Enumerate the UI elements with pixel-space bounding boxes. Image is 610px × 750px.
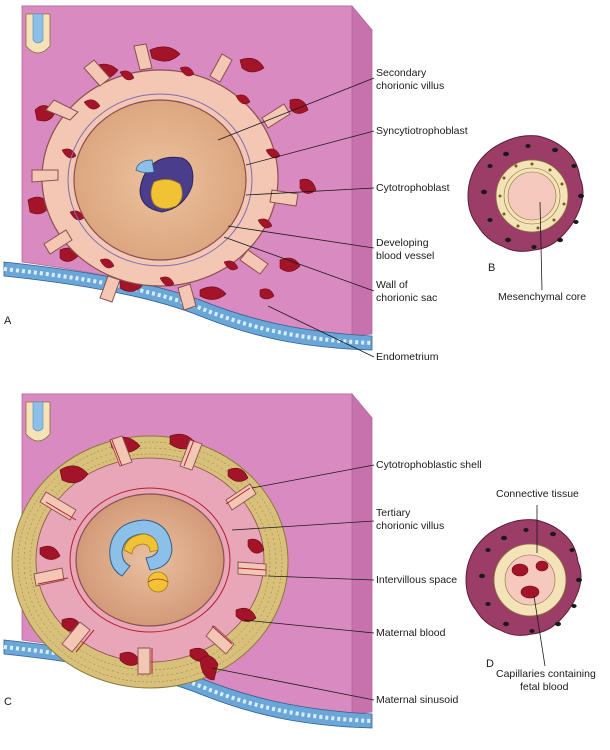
- label-mesenchymal-core: Mesenchymal core: [498, 291, 586, 303]
- villus-capillaries: [37, 439, 267, 674]
- embryo-a: [135, 156, 194, 213]
- leaders-c: [211, 464, 375, 701]
- label-cytotrophoblastic-shell: Cytotrophoblastic shell: [376, 459, 482, 471]
- cytotrophoblast-cells-b: [503, 167, 561, 225]
- label-developing-vessel-2: blood vessel: [376, 250, 434, 262]
- panel-letter-d: D: [486, 658, 494, 670]
- fetal-capillaries-d: [511, 560, 549, 599]
- panel-d: Connective tissue Capillaries containing…: [465, 488, 596, 693]
- label-maternal-sinusoid: Maternal sinusoid: [376, 694, 458, 706]
- label-wall-sac-1: Wall of: [376, 279, 408, 291]
- panel-b: Mesenchymal core B: [467, 135, 586, 303]
- block-c-side: [351, 392, 373, 715]
- tertiary-villi: [33, 435, 267, 675]
- maternal-blood-lacunae-a: [27, 46, 317, 300]
- label-intervillous-space: Intervillous space: [376, 574, 457, 586]
- mesenchymal-core-b: [507, 171, 557, 221]
- uterine-gland-c: [25, 401, 51, 442]
- label-secondary-villus-2: chorionic villus: [376, 80, 444, 92]
- label-cytotrophoblast-a: Cytotrophoblast: [376, 182, 450, 194]
- leader-mesenchymal-core: [539, 201, 543, 291]
- label-connective-tissue: Connective tissue: [496, 488, 579, 500]
- syncytio-nuclei-d: [479, 528, 582, 633]
- chorionic-membrane-a: [67, 93, 253, 267]
- ring-blood-pockets-a: [61, 66, 281, 287]
- syncytio-nuclei-b: [481, 144, 584, 249]
- label-capillaries-2: fetal blood: [520, 681, 569, 693]
- label-developing-vessel-1: Developing: [376, 237, 429, 249]
- secondary-villi-a: [31, 43, 299, 311]
- embryo-c: [109, 519, 173, 593]
- label-capillaries-1: Capillaries containing: [496, 668, 596, 680]
- label-syncytiotrophoblast-a: Syncytiotrophoblast: [376, 125, 468, 137]
- panel-c: Cytotrophoblastic shell Tertiary chorion…: [3, 392, 482, 729]
- shell-granules: [17, 441, 283, 683]
- label-tertiary-villus-2: chorionic villus: [376, 520, 444, 532]
- label-secondary-villus-1: Secondary: [376, 67, 427, 79]
- leaders-a: [217, 77, 375, 358]
- cyto-nuclei-b: [498, 162, 566, 230]
- label-endometrium: Endometrium: [376, 351, 439, 363]
- panel-letter-a: A: [4, 315, 12, 327]
- epithelium-cells-a: [3, 267, 373, 345]
- panel-letter-c: C: [4, 696, 12, 708]
- panel-letter-b: B: [488, 262, 495, 274]
- panel-a: Secondary chorionic villus Syncytiotroph…: [3, 4, 468, 363]
- chorionic-membrane-c: [69, 487, 231, 633]
- label-tertiary-villus-1: Tertiary: [376, 507, 411, 519]
- label-wall-sac-2: chorionic sac: [376, 292, 437, 304]
- uterine-gland-a: [25, 13, 51, 54]
- label-maternal-blood: Maternal blood: [376, 627, 446, 639]
- leader-capillaries: [533, 595, 546, 667]
